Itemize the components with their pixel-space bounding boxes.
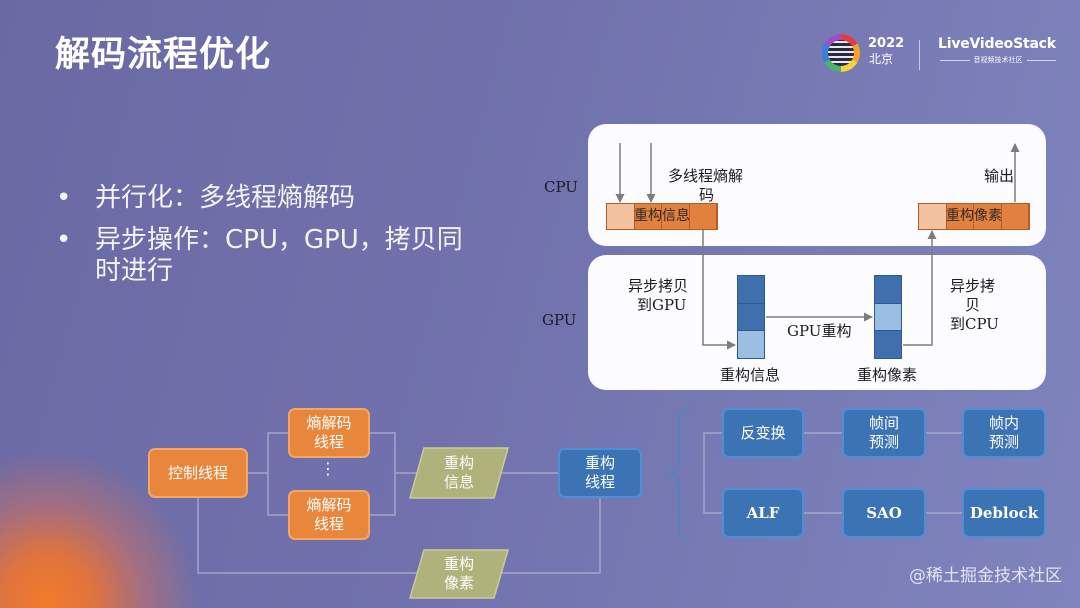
box-label: 熵解码 <box>306 414 352 432</box>
gpu-recon-info-buffer <box>737 275 765 359</box>
shape-label: 重构 <box>443 555 474 573</box>
gpu-panel <box>588 255 1046 390</box>
logo-city: 北京 <box>869 52 894 66</box>
buffer-cell <box>875 331 901 359</box>
shape-label: 信息 <box>443 473 474 491</box>
control-to-entropy-connector <box>267 432 288 516</box>
box-label: ALF <box>746 503 780 522</box>
copy-to-gpu-note: 到GPU <box>637 296 687 314</box>
gpu-label: GPU <box>542 311 577 329</box>
entropy-thread-box: 熵解码 线程 <box>288 408 370 458</box>
recon-pixels-label: 重构 像素 <box>417 550 501 598</box>
gpu-recon-info-caption: 重构信息 <box>720 366 781 384</box>
buffer-cell <box>634 204 662 229</box>
tagline-rule <box>1026 59 1056 61</box>
buffer-cell <box>607 204 635 229</box>
box-label: 线程 <box>313 433 344 451</box>
emblem-core <box>828 40 854 66</box>
entropy-note: 多线程熵解 <box>668 167 744 185</box>
stage-deblock: Deblock <box>962 488 1046 538</box>
more-threads-ellipsis: ⋮ <box>320 459 336 478</box>
slide-title: 解码流程优化 <box>55 35 272 75</box>
copy-to-cpu-note: 贝 <box>965 296 981 314</box>
box-label: 帧内 <box>988 414 1019 432</box>
box-label: 反变换 <box>740 423 786 442</box>
logo-divider <box>919 40 920 70</box>
pixels-to-recon-connector <box>501 498 601 574</box>
bullet-text-parallel: 并行化：多线程熵解码 <box>95 183 356 213</box>
box-label: Deblock <box>969 503 1039 522</box>
buffer-cell <box>738 303 764 332</box>
stage-inverse-transform: 反变换 <box>722 408 804 458</box>
buffer-label: 重构信息 <box>634 208 690 224</box>
output-note: 输出 <box>984 167 1015 185</box>
copy-to-cpu-note: 异步拷 <box>950 277 996 295</box>
conference-emblem-icon <box>822 34 860 72</box>
box-label: 控制线程 <box>167 463 228 482</box>
bullet-text-async: 异步操作：CPU，GPU，拷贝同 <box>95 225 463 255</box>
stage-alf: ALF <box>722 488 804 538</box>
box-label: 重构 <box>584 454 615 472</box>
box-label: 熵解码 <box>306 496 352 514</box>
buffer-cell <box>974 204 1002 229</box>
buffer-cell <box>662 204 690 229</box>
shape-label: 重构 <box>443 454 474 472</box>
buffer-cell <box>919 204 947 229</box>
stage-group-brace <box>667 407 691 541</box>
entropy-note: 码 <box>699 186 715 204</box>
box-label: 线程 <box>584 473 615 491</box>
buffer-cell <box>738 276 764 304</box>
box-label: 预测 <box>988 433 1019 451</box>
bullet-marker: • <box>56 225 72 255</box>
gpu-recon-pixel-buffer <box>874 275 902 359</box>
tagline-rule <box>940 59 970 61</box>
gpu-reconstruct-note: GPU重构 <box>787 322 852 340</box>
logo-year: 2022 <box>868 36 905 51</box>
watermark: @稀土掘金技术社区 <box>909 566 1062 586</box>
stage-inter-prediction: 帧间 预测 <box>842 408 926 458</box>
entropy-to-info-connector <box>370 432 396 516</box>
logo-brand: LiveVideoStack <box>938 36 1056 52</box>
box-label: 帧间 <box>868 414 899 432</box>
control-thread-box: 控制线程 <box>148 448 248 498</box>
cpu-label: CPU <box>544 178 578 196</box>
box-label: 线程 <box>313 515 344 533</box>
logo-tagline: 音视频技术社区 <box>940 55 1056 65</box>
stage-sao: SAO <box>842 488 926 538</box>
shape-label: 像素 <box>443 574 474 592</box>
box-label: 预测 <box>868 433 899 451</box>
bullet-text-async-continued: 时进行 <box>95 256 174 286</box>
copy-to-cpu-note: 到CPU <box>950 315 999 333</box>
buffer-cell <box>689 204 717 229</box>
buffer-cell <box>875 303 901 332</box>
tagline-text: 音视频技术社区 <box>973 56 1023 64</box>
buffer-label: 重构像素 <box>946 208 1002 224</box>
buffer-cell <box>946 204 974 229</box>
entropy-thread-box: 熵解码 线程 <box>288 490 370 540</box>
stage-intra-prediction: 帧内 预测 <box>962 408 1046 458</box>
recon-thread-box: 重构 线程 <box>558 448 642 498</box>
copy-to-gpu-note: 异步拷贝 <box>628 277 689 295</box>
gpu-recon-pixel-caption: 重构像素 <box>857 366 918 384</box>
bullet-marker: • <box>56 183 72 213</box>
box-label: SAO <box>866 503 902 522</box>
cpu-recon-pixel-buffer: 重构像素 <box>918 203 1030 230</box>
buffer-cell <box>1001 204 1029 229</box>
buffer-cell <box>738 331 764 359</box>
buffer-cell <box>875 276 901 304</box>
cpu-recon-info-buffer: 重构信息 <box>606 203 718 230</box>
stage-connector <box>703 432 722 514</box>
recon-info-label: 重构 信息 <box>417 448 501 498</box>
